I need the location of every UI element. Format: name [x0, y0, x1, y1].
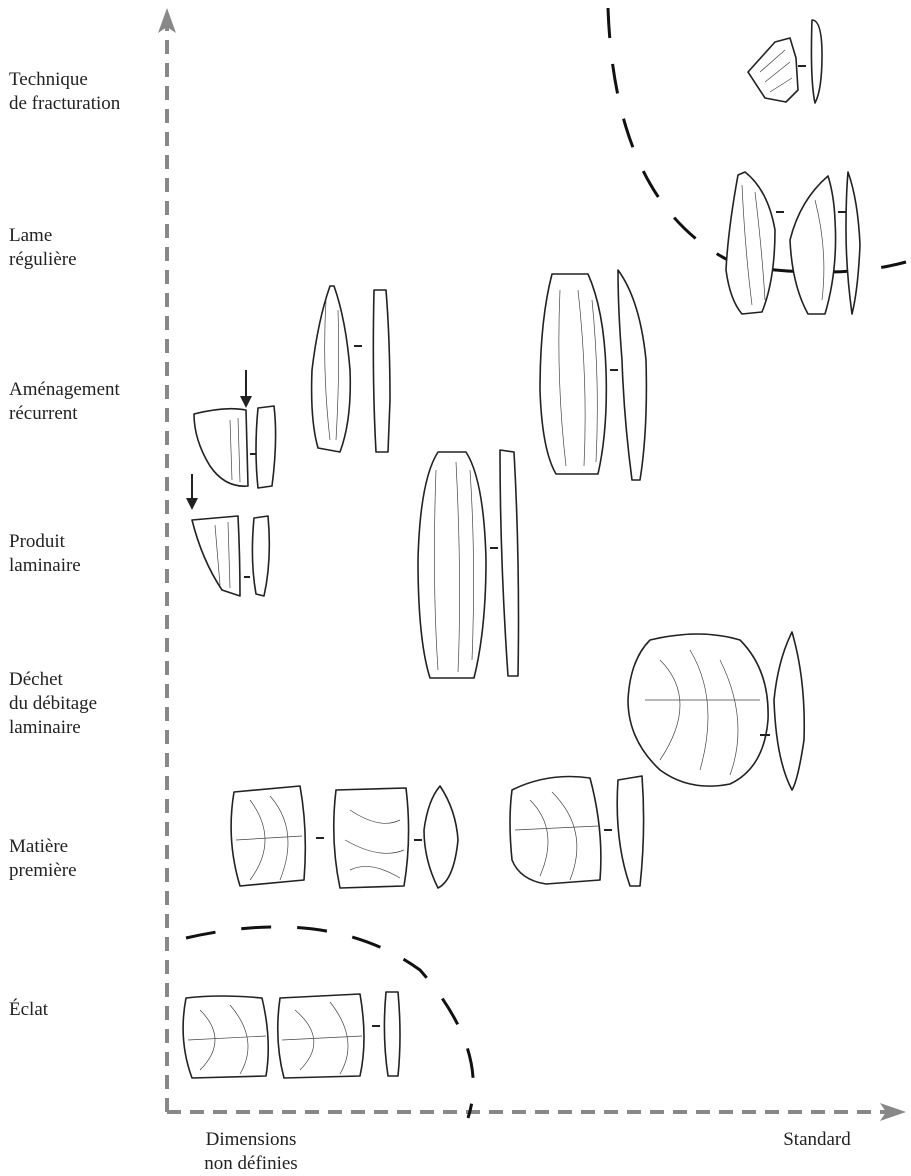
artifact-crested-core-blade — [540, 270, 646, 480]
x-axis — [167, 1103, 906, 1121]
arrow-head-2 — [186, 498, 198, 510]
artifact-fracturing-point — [748, 20, 822, 103]
y-axis — [158, 8, 176, 1112]
arrow-head — [240, 396, 252, 408]
artifact-laminar-core — [628, 632, 804, 790]
artifact-regular-blade — [726, 172, 860, 314]
artifact-laminar-fragment — [186, 474, 269, 596]
artifact-large-blade — [418, 450, 519, 678]
artifact-recurrent-burin — [194, 370, 276, 488]
artifact-flakes — [183, 992, 400, 1078]
artifact-raw-material — [231, 776, 644, 888]
artifact-crested-blade — [312, 286, 390, 452]
